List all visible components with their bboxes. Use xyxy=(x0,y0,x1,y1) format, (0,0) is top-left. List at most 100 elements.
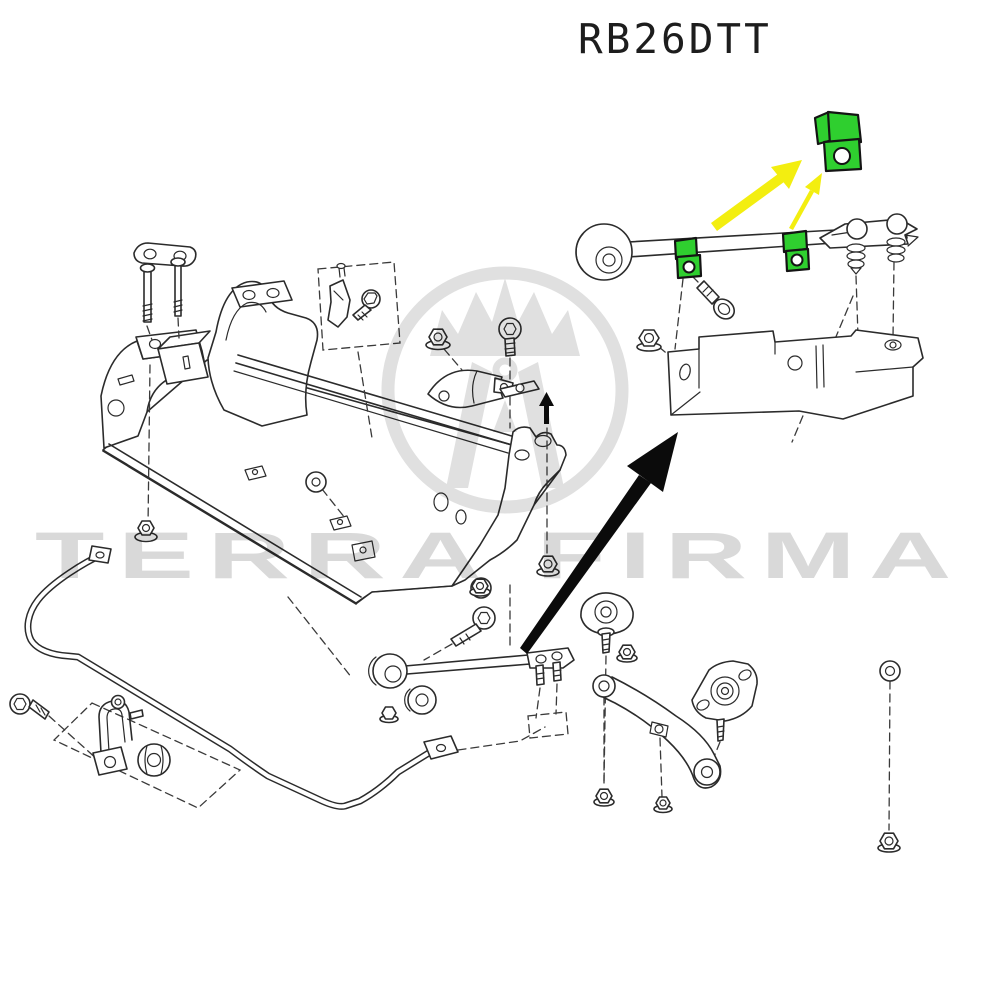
face-hole xyxy=(455,509,467,525)
bolt-shank xyxy=(174,261,182,317)
black-arrows xyxy=(520,392,678,654)
idler-pivot-boss xyxy=(592,674,616,698)
ball-joint xyxy=(580,592,638,663)
washer-head-bolt xyxy=(450,606,496,647)
watermark-emblem-center xyxy=(493,400,517,432)
part-cylinder xyxy=(826,110,863,147)
bolt-head xyxy=(9,693,31,715)
detail-flange-nut xyxy=(636,329,662,352)
yellow-arrow-small-shaft xyxy=(789,190,814,230)
grommet xyxy=(305,471,327,493)
clamp-hole xyxy=(682,260,696,274)
rail-tab xyxy=(329,515,352,531)
highlighted-clamp-part xyxy=(813,110,863,173)
bottom-rail-end xyxy=(355,585,453,605)
rail-tab xyxy=(244,465,267,481)
stud-cap xyxy=(336,262,346,270)
lower-ball-joint xyxy=(691,660,901,853)
yellow-arrow-small-head xyxy=(805,173,822,195)
tab-hole xyxy=(359,546,367,554)
plate-hole xyxy=(148,338,162,350)
link-plate-hole xyxy=(143,248,157,260)
cover-plate-hole xyxy=(679,363,691,381)
small-nut xyxy=(379,706,399,724)
part-hole xyxy=(833,147,851,165)
yellow-arrows xyxy=(711,160,822,231)
watermark-emblem-crown xyxy=(430,278,580,356)
saddle-top-plate xyxy=(231,280,293,308)
highlighted-clamp-2 xyxy=(781,229,811,273)
watermark-emblem-dot xyxy=(492,357,518,383)
clamp-hole xyxy=(790,253,804,267)
detail-view xyxy=(575,213,924,420)
stabilizer-bar xyxy=(24,545,459,810)
small-up-arrow-shaft xyxy=(544,404,549,424)
tab-hole xyxy=(889,341,897,349)
bolt-head xyxy=(170,257,186,267)
saddle-hole xyxy=(242,289,256,301)
bolt-head xyxy=(139,263,156,273)
flange-nut xyxy=(877,832,901,853)
bottom-rail-line xyxy=(108,443,362,598)
cover-plate-hole xyxy=(787,355,803,371)
watermark-emblem-leg xyxy=(446,362,492,488)
rod-bracket xyxy=(526,647,575,669)
rod-stud xyxy=(535,664,545,686)
small-up-arrow-head xyxy=(539,392,554,406)
watermark: TERRA FIRMA xyxy=(35,266,965,592)
highlighted-clamp-1 xyxy=(673,236,703,280)
rod-shaft xyxy=(404,654,531,675)
spring-washer-stack xyxy=(846,243,866,275)
tension-rod xyxy=(368,578,575,724)
subframe-crossmember xyxy=(100,280,567,605)
mount-hole xyxy=(514,449,530,461)
stabilizer-clamp-set xyxy=(9,693,171,777)
watermark-emblem-ring xyxy=(381,266,629,514)
detail-cover-plate xyxy=(667,329,924,420)
clamp-eye xyxy=(110,694,126,710)
mount-slot xyxy=(182,355,191,370)
flange-nut xyxy=(616,644,638,663)
mount-bolts xyxy=(133,242,197,543)
yellow-arrow-large-head xyxy=(771,160,802,189)
bar-eye-hole xyxy=(435,743,447,753)
tab-hole xyxy=(336,518,344,526)
highlighted-green-parts xyxy=(673,110,863,280)
big-black-arrow-head xyxy=(627,432,678,492)
spring-washer-stack xyxy=(886,237,906,263)
ball-joint-stud xyxy=(716,718,725,742)
subframe-saddle xyxy=(207,280,319,427)
engine-mount-box xyxy=(157,342,209,385)
flange-nut xyxy=(469,578,491,597)
bottom-rail-line xyxy=(102,450,357,605)
flange-nut xyxy=(593,788,615,807)
wing-slot xyxy=(117,374,135,386)
detail-hex-bolt xyxy=(696,280,736,320)
saddle-inner-line xyxy=(225,301,267,341)
detail-mount-plate xyxy=(819,213,919,275)
cover-plate-tab xyxy=(884,339,902,351)
screw-hex xyxy=(363,292,378,305)
plate-bolt-head xyxy=(846,218,868,240)
face-tab xyxy=(351,540,376,562)
detail-rod-bushing xyxy=(575,223,633,281)
wing-hole xyxy=(107,399,125,417)
yellow-arrow-large-shaft xyxy=(711,174,784,231)
clamp-stud xyxy=(129,709,144,720)
big-black-arrow-shaft xyxy=(520,475,651,654)
plate-bolt-head xyxy=(886,213,908,235)
idler-end-boss xyxy=(693,758,721,786)
stopper-bracket-screw xyxy=(327,262,381,328)
link-plate xyxy=(133,242,197,267)
watermark-text: TERRA FIRMA xyxy=(35,518,965,592)
watermark-emblem-leg xyxy=(518,362,564,488)
title-engine-code: RB26DTT xyxy=(578,15,772,63)
flange-nut xyxy=(134,520,158,543)
clamp-foot-hole xyxy=(103,755,117,769)
ball-joint-stud xyxy=(601,632,611,654)
flange-nut xyxy=(653,796,673,814)
saddle-hole xyxy=(266,287,280,299)
bar-eye-hole xyxy=(95,551,105,559)
